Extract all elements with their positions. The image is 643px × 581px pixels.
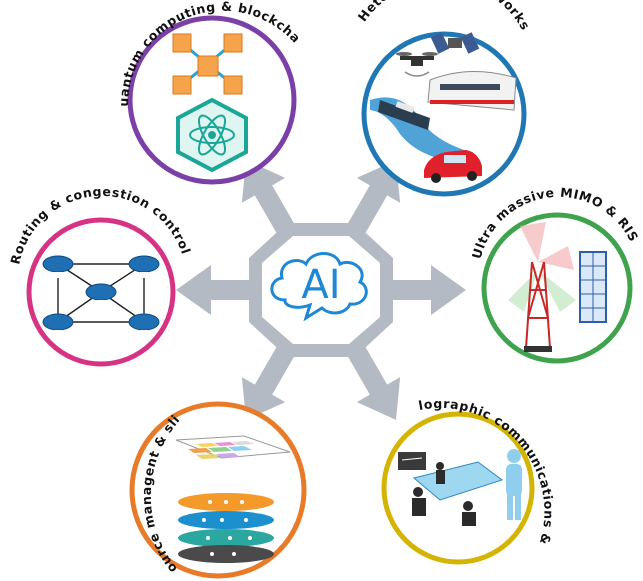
drone-icon (396, 52, 438, 77)
topic-holographic-xr (381, 411, 535, 565)
router-network-icon (42, 255, 160, 336)
topic-heterogeneous-networks (361, 31, 527, 197)
topic-quantum-blockchain (127, 15, 297, 185)
label-heterogeneous-networks: Heterogeneous networks (355, 0, 534, 33)
antenna-tower-icon (524, 261, 552, 352)
arrow-right (321, 265, 466, 315)
ris-building-icon (579, 251, 607, 323)
blockchain-cubes-icon (172, 33, 243, 95)
topic-resource-slicing (129, 401, 307, 579)
brain-cloud-icon: AI (270, 252, 368, 322)
center-ai-label: AI (301, 262, 340, 308)
satellite-icon (430, 32, 480, 54)
resource-grid-icon (175, 435, 291, 459)
hologram-table-icon (398, 452, 504, 501)
network-slices-icon (178, 493, 274, 563)
atom-hexagon-icon (176, 97, 248, 173)
topic-routing-congestion (26, 217, 176, 367)
train-icon (427, 71, 517, 111)
topic-mimo-ris (481, 212, 633, 364)
river-ship-icon (370, 97, 470, 164)
seated-people-icon (412, 462, 476, 526)
car-icon (424, 150, 482, 183)
arrow-left (176, 265, 321, 315)
hologram-person-icon (506, 449, 522, 520)
